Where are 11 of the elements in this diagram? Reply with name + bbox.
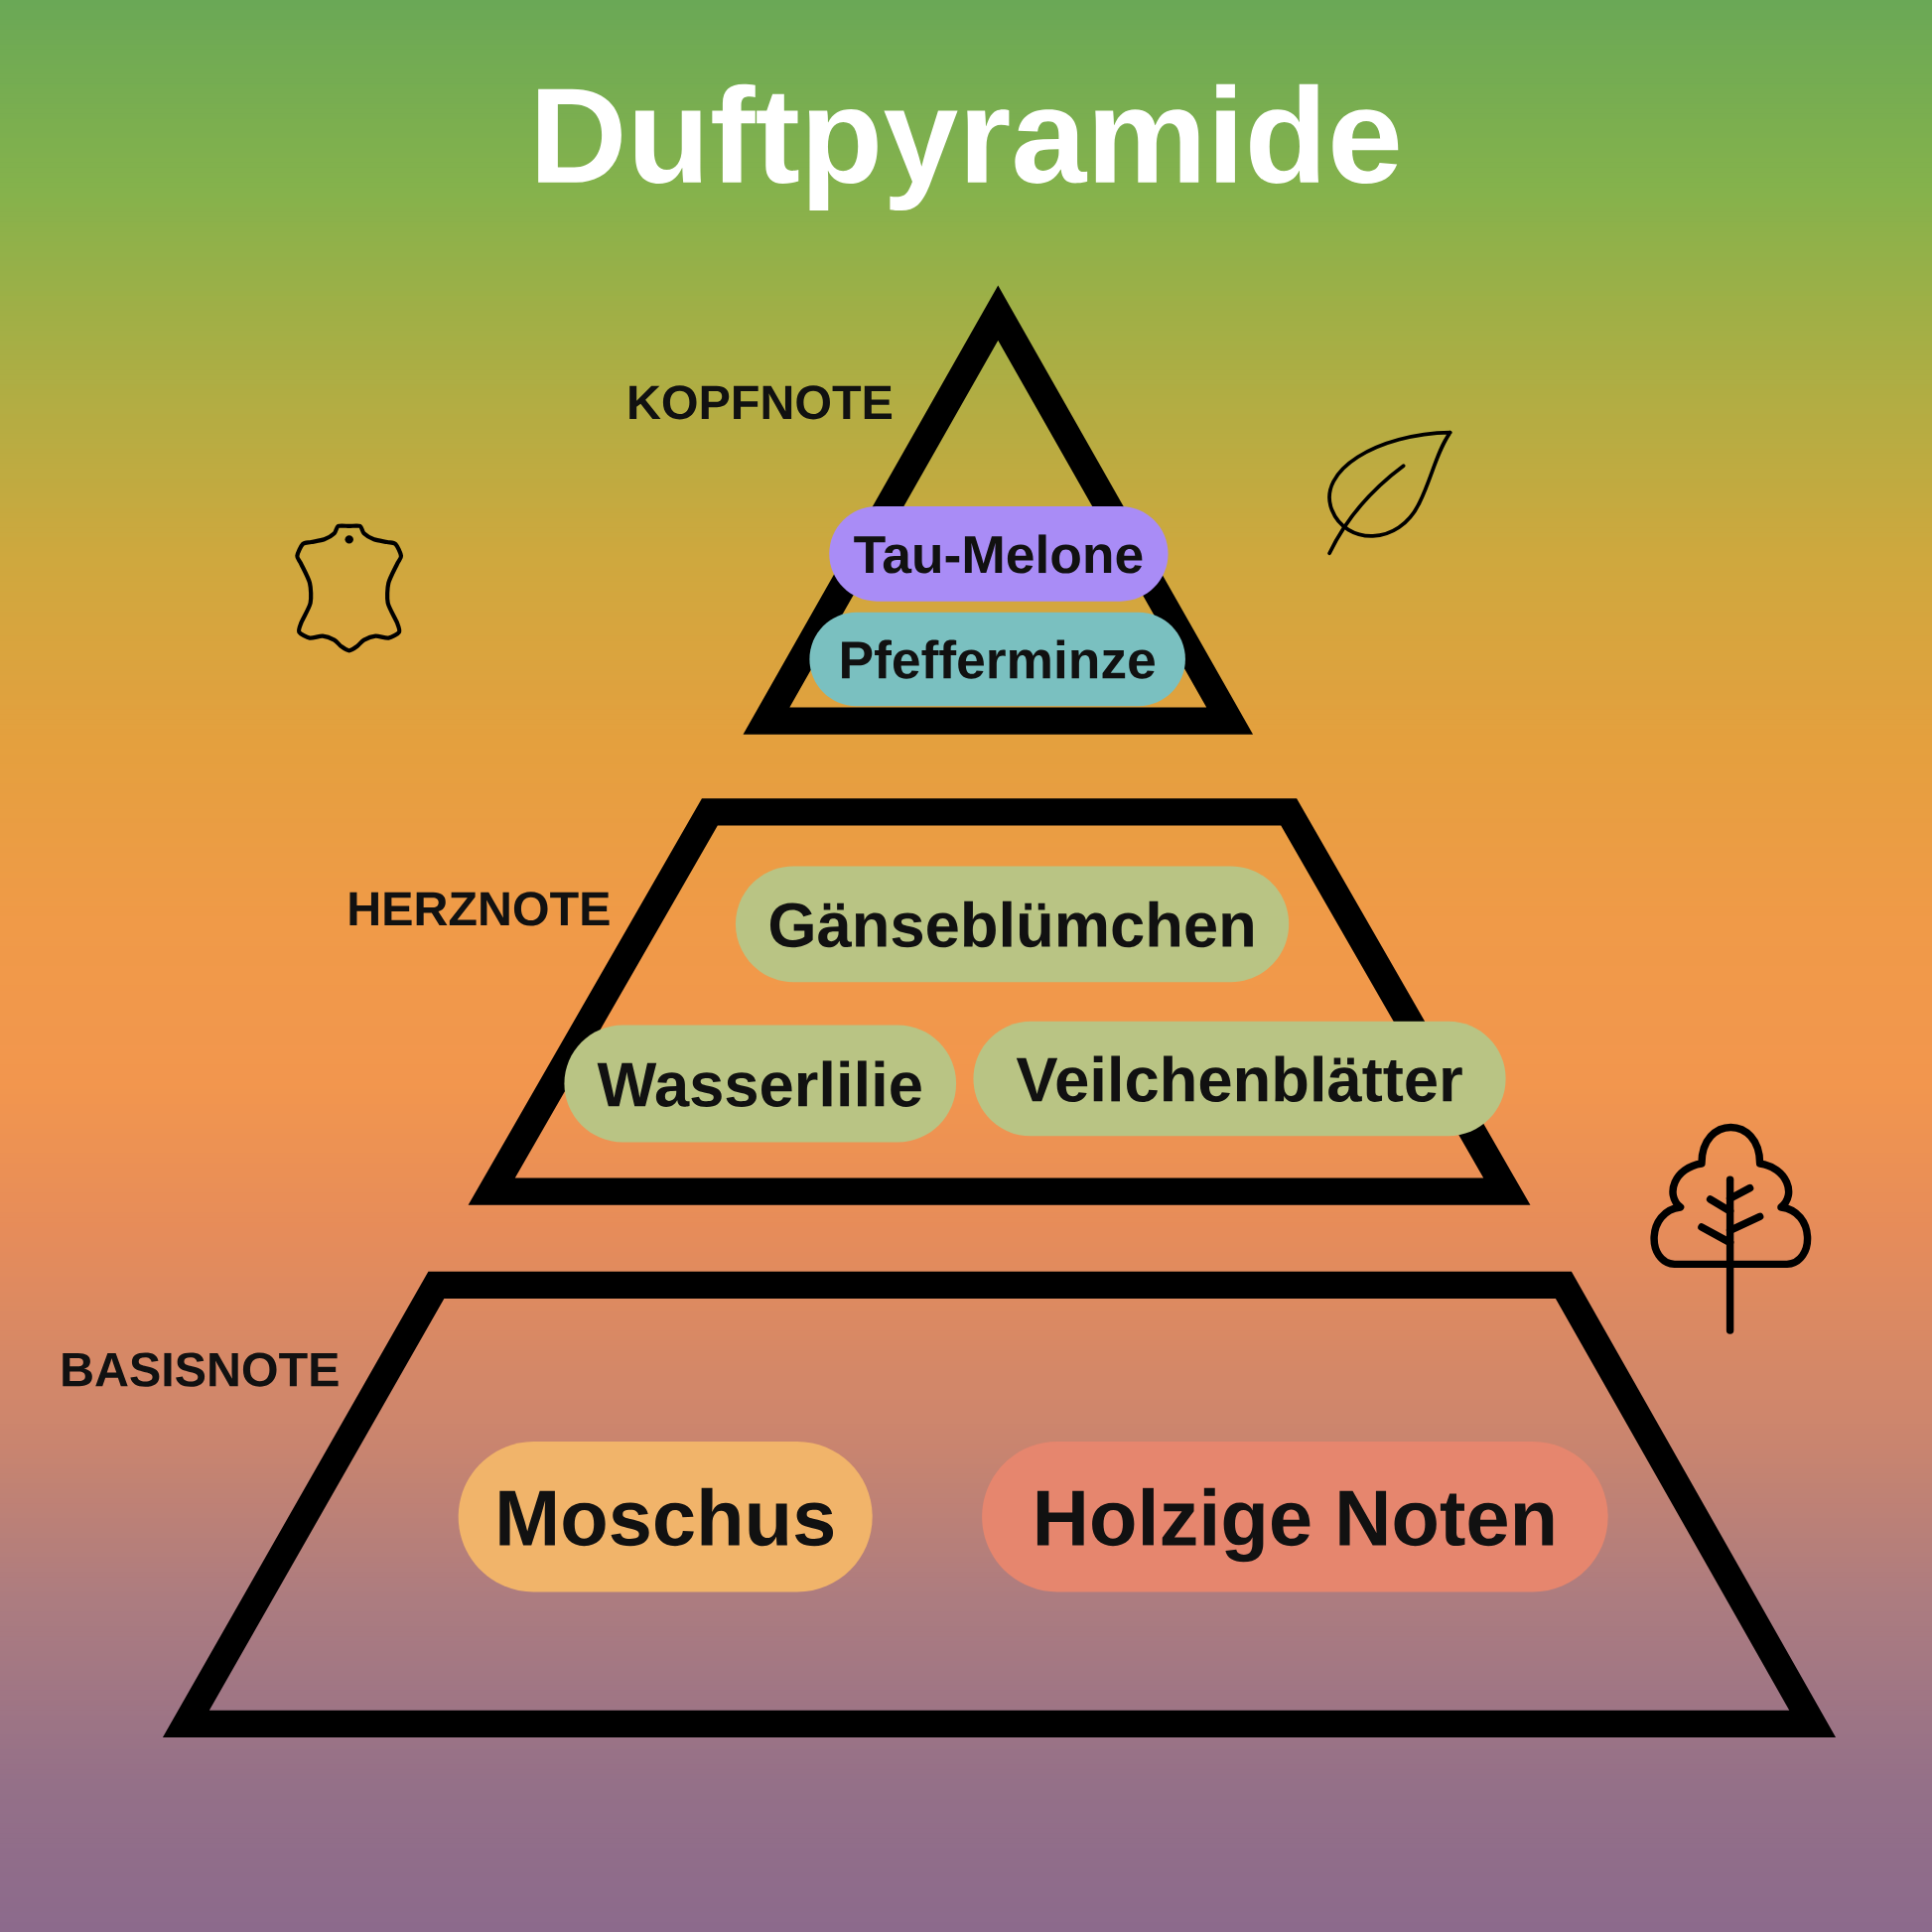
note-pill: Gänseblümchen: [735, 866, 1290, 983]
tier-label: KOPFNOTE: [629, 385, 892, 420]
tier-label: HERZNOTE: [349, 892, 610, 926]
title: Duftpyramide: [538, 83, 1399, 210]
tier-label: BASISNOTE: [63, 1352, 339, 1387]
note-pill: Tau-Melone: [829, 506, 1169, 602]
note-pill: Pfefferminze: [809, 612, 1185, 707]
note-pill: Moschus: [458, 1442, 873, 1592]
note-pill: Holzige Noten: [982, 1442, 1608, 1592]
note-pill: Veilchenblätter: [973, 1021, 1506, 1137]
note-pill: Wasserlilie: [564, 1025, 957, 1143]
